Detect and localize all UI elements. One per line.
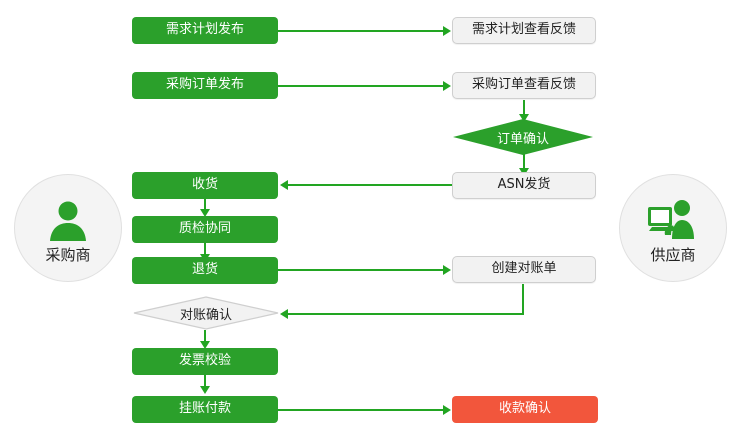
connector-po <box>278 85 445 87</box>
actor-supplier[interactable]: 供应商 <box>619 174 727 282</box>
arrowhead-return-to-statement <box>443 265 451 275</box>
connector-receive-to-qc <box>204 198 206 213</box>
connector-payment-to-receipt <box>278 409 445 411</box>
actor-buyer[interactable]: 采购商 <box>14 174 122 282</box>
node-quality-collab[interactable]: 质检协同 <box>132 216 278 243</box>
node-create-statement[interactable]: 创建对账单 <box>452 256 596 283</box>
connector-asn-to-receive <box>288 184 452 186</box>
node-receipt-confirm[interactable]: 收款确认 <box>452 396 598 423</box>
connector-demand-plan <box>278 30 445 32</box>
arrowhead-statement-to-confirm <box>280 309 288 319</box>
node-demand-plan-feedback[interactable]: 需求计划查看反馈 <box>452 17 596 44</box>
node-po-feedback[interactable]: 采购订单查看反馈 <box>452 72 596 99</box>
node-demand-plan-publish[interactable]: 需求计划发布 <box>132 17 278 44</box>
node-invoice-check[interactable]: 发票校验 <box>132 348 278 375</box>
connector-invoice-to-payment <box>204 375 206 390</box>
connector-po-to-confirm <box>523 100 525 120</box>
connector-statement-left <box>288 313 524 315</box>
arrowhead-po <box>443 81 451 91</box>
arrowhead-confirm-to-invoice <box>200 341 210 349</box>
arrowhead-receive-to-qc <box>200 209 210 217</box>
actor-supplier-label: 供应商 <box>650 246 696 264</box>
connector-confirm-to-invoice <box>204 330 206 345</box>
node-receive-goods[interactable]: 收货 <box>132 172 278 199</box>
person-computer-icon <box>645 191 701 243</box>
node-po-publish[interactable]: 采购订单发布 <box>132 72 278 99</box>
person-icon <box>40 191 96 243</box>
connector-confirm-to-asn <box>523 154 525 174</box>
connector-statement-down <box>522 284 524 314</box>
connector-qc-to-return <box>204 243 206 258</box>
arrowhead-asn-to-receive <box>280 180 288 190</box>
arrowhead-payment-to-receipt <box>443 405 451 415</box>
node-asn-ship[interactable]: ASN发货 <box>452 172 596 199</box>
node-order-confirm[interactable]: 订单确认 <box>453 119 593 155</box>
connector-return-to-statement <box>278 269 445 271</box>
diamond-shape-green <box>453 119 593 155</box>
node-statement-confirm[interactable]: 对账确认 <box>133 296 279 330</box>
arrowhead-invoice-to-payment <box>200 386 210 394</box>
arrowhead-po-to-confirm <box>519 114 529 122</box>
actor-buyer-label: 采购商 <box>45 246 91 264</box>
node-return-goods[interactable]: 退货 <box>132 257 278 284</box>
node-payable-payment[interactable]: 挂账付款 <box>132 396 278 423</box>
node-order-confirm-label: 订单确认 <box>496 131 549 147</box>
diamond-shape-light <box>133 296 279 330</box>
arrowhead-demand-plan <box>443 26 451 36</box>
node-statement-confirm-label: 对账确认 <box>179 307 232 323</box>
